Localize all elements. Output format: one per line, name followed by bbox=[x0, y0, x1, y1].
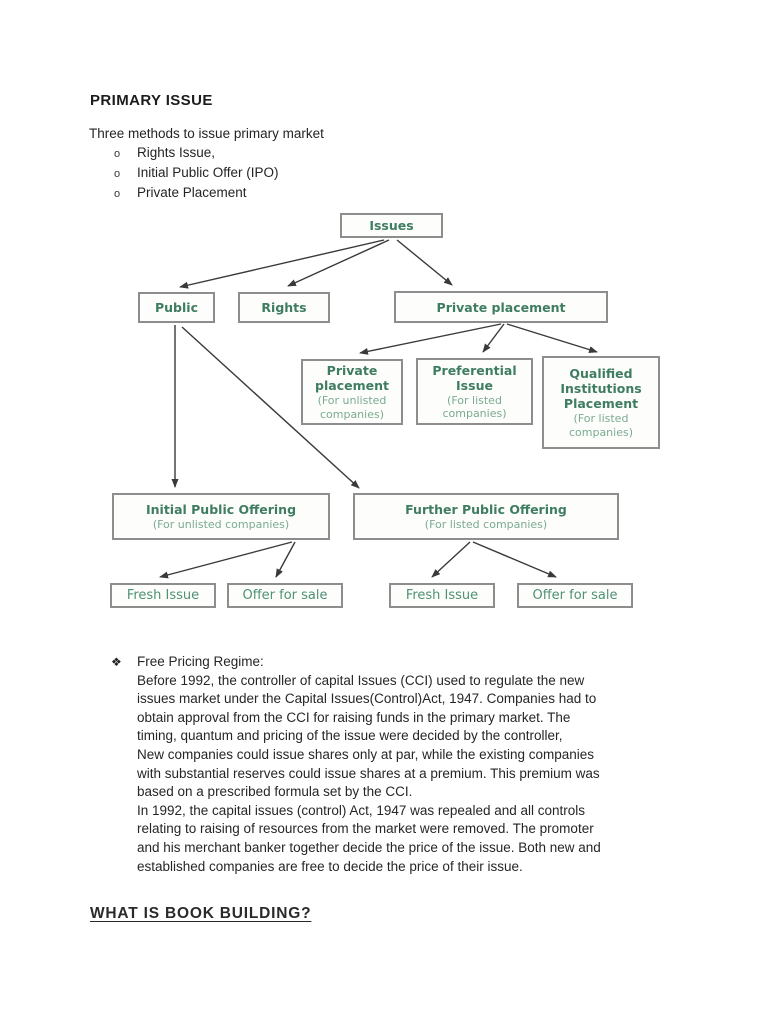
list-item-label: Initial Public Offer (IPO) bbox=[137, 165, 279, 180]
node-label: Fresh Issue bbox=[405, 588, 479, 603]
node-label: Private placement bbox=[436, 299, 566, 315]
circle-bullet-icon: o bbox=[114, 188, 121, 200]
node-label: Public bbox=[155, 300, 198, 315]
node-preferential-issue: Preferential Issue (For listed companies… bbox=[416, 358, 533, 425]
node-sublabel: (For unlisted companies) bbox=[152, 517, 290, 531]
methods-list: o Rights Issue, o Initial Public Offer (… bbox=[114, 145, 279, 205]
node-fresh-issue-left: Fresh Issue bbox=[110, 583, 216, 608]
list-item-label: Private Placement bbox=[137, 185, 247, 200]
circle-bullet-icon: o bbox=[114, 148, 121, 160]
node-rights: Rights bbox=[238, 292, 330, 323]
node-private-placement-unlisted: Private placement (For unlisted companie… bbox=[301, 359, 403, 425]
node-issues: Issues bbox=[340, 213, 443, 238]
node-private-placement: Private placement bbox=[394, 291, 608, 323]
node-public: Public bbox=[138, 292, 215, 323]
node-label: Private placement bbox=[315, 363, 389, 393]
node-sublabel: (For listed companies) bbox=[442, 393, 507, 421]
node-offer-for-sale-left: Offer for sale bbox=[227, 583, 343, 608]
node-offer-for-sale-right: Offer for sale bbox=[517, 583, 633, 608]
node-sublabel: (For listed companies) bbox=[568, 412, 634, 439]
node-label: Qualified Institutions Placement bbox=[560, 366, 642, 411]
intro-text: Three methods to issue primary market bbox=[89, 126, 324, 141]
free-pricing-heading: Free Pricing Regime: bbox=[137, 654, 264, 669]
node-label: Offer for sale bbox=[242, 588, 328, 603]
node-further-public-offering: Further Public Offering (For listed comp… bbox=[353, 493, 619, 540]
free-pricing-section: ❖ Free Pricing Regime: Before 1992, the … bbox=[111, 653, 696, 876]
node-label: Issues bbox=[369, 218, 414, 233]
node-label: Rights bbox=[261, 300, 307, 315]
node-label: Initial Public Offering bbox=[145, 501, 297, 517]
node-label: Offer for sale bbox=[532, 588, 618, 603]
list-item: o Initial Public Offer (IPO) bbox=[114, 165, 279, 185]
node-label: Further Public Offering bbox=[405, 501, 567, 517]
node-initial-public-offering: Initial Public Offering (For unlisted co… bbox=[112, 493, 330, 540]
node-sublabel: (For unlisted companies) bbox=[317, 394, 387, 421]
list-item-label: Rights Issue, bbox=[137, 145, 216, 160]
page-title: PRIMARY ISSUE bbox=[90, 92, 213, 109]
node-fresh-issue-right: Fresh Issue bbox=[389, 583, 495, 608]
node-label: Fresh Issue bbox=[126, 588, 200, 603]
list-item: o Rights Issue, bbox=[114, 145, 279, 165]
book-building-heading: WHAT IS BOOK BUILDING? bbox=[90, 905, 312, 922]
node-label: Preferential Issue bbox=[432, 362, 517, 393]
node-qualified-institutions-placement: Qualified Institutions Placement (For li… bbox=[542, 356, 660, 449]
node-sublabel: (For listed companies) bbox=[424, 517, 548, 531]
circle-bullet-icon: o bbox=[114, 168, 121, 180]
list-item: o Private Placement bbox=[114, 185, 279, 205]
diamond-bullet-icon: ❖ bbox=[111, 655, 122, 669]
free-pricing-paragraph: Before 1992, the controller of capital I… bbox=[137, 672, 601, 874]
